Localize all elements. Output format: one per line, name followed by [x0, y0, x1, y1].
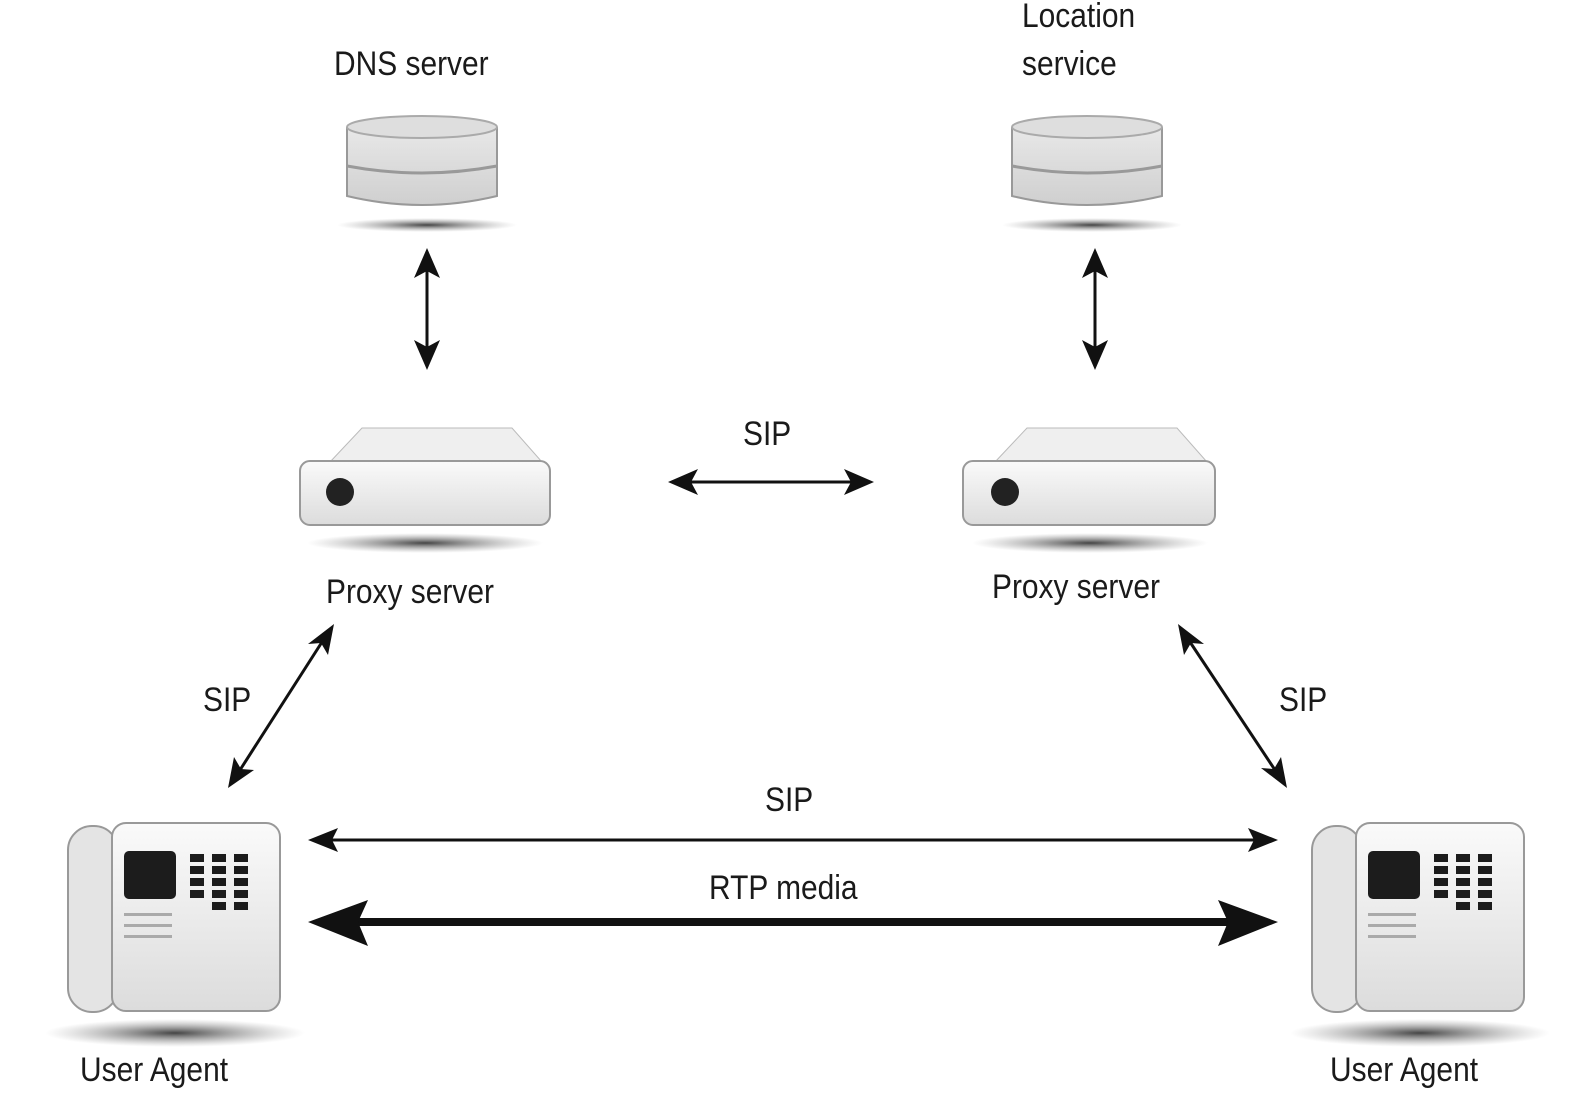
arrow-proxy-proxy: [668, 469, 874, 495]
proxy-server-right-icon: [962, 427, 1216, 553]
arrow-ua-sip: [308, 828, 1278, 852]
sip-proxy-proxy-label: SIP: [743, 415, 792, 453]
dns-server-label: DNS server: [334, 45, 489, 83]
arrow-ua-left-proxy: [228, 624, 334, 788]
location-service-label-line1: Location: [1022, 0, 1136, 35]
user-agent-left-icon: [45, 822, 305, 1047]
location-service-label-line2: service: [1022, 45, 1117, 83]
location-service-icon: [1002, 115, 1182, 232]
rtp-media-label: RTP media: [709, 869, 858, 907]
arrow-dns-proxy: [414, 248, 440, 370]
user-agent-right-icon: [1290, 822, 1550, 1047]
arrow-ua-rtp-media: [308, 900, 1278, 946]
dns-server-icon: [337, 115, 517, 232]
arrow-location-proxy: [1082, 248, 1108, 370]
sip-ua-ua-label: SIP: [765, 781, 814, 819]
sip-ua-left-proxy-label: SIP: [203, 681, 252, 719]
user-agent-right-label: User Agent: [1330, 1051, 1479, 1089]
proxy-server-left-label: Proxy server: [326, 573, 494, 611]
user-agent-left-label: User Agent: [80, 1051, 229, 1089]
sip-ua-right-proxy-label: SIP: [1279, 681, 1328, 719]
proxy-server-right-label: Proxy server: [992, 568, 1160, 606]
proxy-server-left-icon: [299, 427, 551, 553]
arrow-ua-right-proxy: [1178, 624, 1287, 788]
